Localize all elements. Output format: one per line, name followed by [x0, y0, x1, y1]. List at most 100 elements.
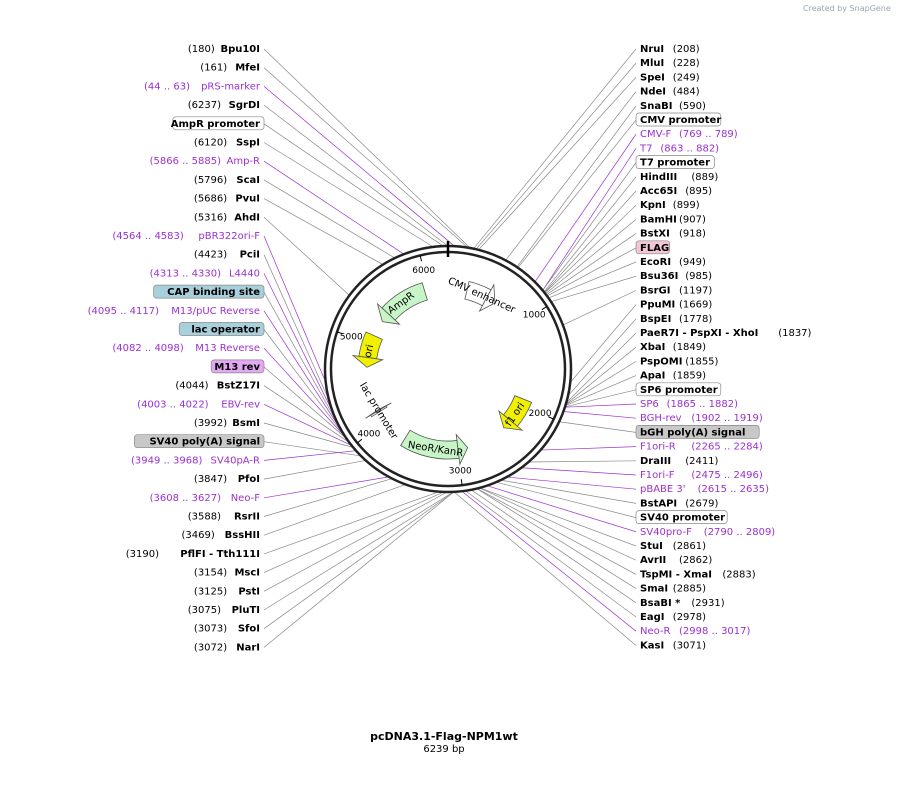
- site-name: F1ori-R: [640, 442, 676, 453]
- site-sv40-poly-a-signal[interactable]: SV40 poly(A) signal: [134, 434, 265, 449]
- site-cmv-f[interactable]: CMV-F(769 .. 789): [640, 129, 738, 140]
- leader-line: [453, 491, 637, 646]
- site-bstapi[interactable]: BstAPI(2679): [640, 498, 719, 509]
- site-position: (2931): [691, 598, 724, 609]
- site-cmv-promoter[interactable]: CMV promoter: [635, 112, 721, 127]
- site-tspmi-xmai[interactable]: TspMI - XmaI(2883): [640, 569, 756, 580]
- site-pspomi[interactable]: PspOMI(1855): [640, 356, 719, 367]
- leader-line: [263, 329, 346, 437]
- site-bsrgi[interactable]: BsrGI(1197): [640, 285, 712, 296]
- site-bspei[interactable]: BspEI(1778): [640, 314, 712, 325]
- site-ecori[interactable]: EcoRI(949): [640, 257, 706, 268]
- leader-line: [540, 446, 637, 451]
- site-bsabi[interactable]: BsaBI *(2931): [640, 598, 725, 609]
- site-scai[interactable]: ScaI(5796): [194, 175, 260, 186]
- site-avrii[interactable]: AvrII(2862): [640, 555, 712, 566]
- site-neo-f[interactable]: Neo-F(3608 .. 3627): [150, 493, 261, 504]
- leader-line: [263, 403, 352, 446]
- site-psti[interactable]: PstI(3125): [194, 586, 260, 597]
- site-paer7i-pspxi-xhoi[interactable]: PaeR7I - PspXI - XhoI(1837): [640, 328, 812, 339]
- leader-line: [569, 304, 637, 383]
- site-t7[interactable]: T7(863 .. 882): [639, 143, 719, 154]
- site-bstz17i[interactable]: BstZ17I(4044): [175, 381, 260, 392]
- site-ampr-promoter[interactable]: AmpR promoter: [171, 116, 265, 131]
- site-pbr322ori-f[interactable]: pBR322ori-F(4564 .. 4583): [112, 231, 260, 242]
- label-leader-lines: [263, 48, 637, 648]
- site-prs-marker[interactable]: pRS-marker(44 .. 63): [144, 81, 261, 92]
- site-sp6-promoter[interactable]: SP6 promoter: [635, 382, 722, 397]
- site-name: PstI: [238, 586, 260, 597]
- site-sv40pro-f[interactable]: SV40pro-F(2790 .. 2809): [640, 527, 775, 538]
- site-position: (1197): [679, 285, 712, 296]
- site-bstxi[interactable]: BstXI(918): [640, 229, 706, 240]
- site-nrui[interactable]: NruI(208): [640, 44, 700, 55]
- site-pflfi-tth111i[interactable]: PflFI - Tth111I(3190): [126, 549, 260, 560]
- site-kasi[interactable]: KasI(3071): [640, 640, 706, 651]
- site-rsrii[interactable]: RsrII(3588): [188, 512, 260, 523]
- site-flag[interactable]: FLAG: [635, 240, 670, 255]
- site-ahdi[interactable]: AhdI(5316): [194, 212, 260, 223]
- site-bsmi[interactable]: BsmI(3992): [194, 418, 260, 429]
- site-bgh-rev[interactable]: BGH-rev(1902 .. 1919): [640, 413, 763, 424]
- site-sgrdi[interactable]: SgrDI(6237): [188, 100, 260, 111]
- site-name: SV40 poly(A) signal: [149, 437, 260, 448]
- site-bpu10i[interactable]: Bpu10I(180): [188, 44, 260, 55]
- site-snabi[interactable]: SnaBI(590): [640, 101, 706, 112]
- site-name: lac operator: [191, 325, 260, 336]
- site-sfoi[interactable]: SfoI(3073): [194, 624, 260, 635]
- site-neo-r[interactable]: Neo-R(2998 .. 3017): [640, 626, 751, 637]
- site-acc65i[interactable]: Acc65I(895): [640, 186, 712, 197]
- site-sspi[interactable]: SspI(6120): [194, 138, 260, 149]
- site-mfei[interactable]: MfeI(161): [200, 63, 260, 74]
- site-spei[interactable]: SpeI(249): [640, 72, 700, 83]
- site-name: Bpu10I: [220, 44, 260, 55]
- site-kpni[interactable]: KpnI(899): [640, 200, 700, 211]
- site-position: (3992): [194, 418, 227, 429]
- site-draiii[interactable]: DraIII(2411): [640, 456, 719, 467]
- site-apai[interactable]: ApaI(1859): [640, 371, 706, 382]
- site-amp-r[interactable]: Amp-R(5866 .. 5885): [150, 156, 260, 167]
- site-xbai[interactable]: XbaI(1849): [640, 342, 706, 353]
- site-pluti[interactable]: PluTI(3075): [188, 605, 260, 616]
- site-hindiii[interactable]: HindIII(889): [640, 172, 718, 183]
- site-position: (3608 .. 3627): [150, 493, 222, 504]
- feature-arrowhead: [478, 283, 496, 312]
- site-sv40pa-r[interactable]: SV40pA-R(3949 .. 3968): [131, 455, 260, 466]
- site-m13-rev[interactable]: M13 rev: [210, 359, 265, 374]
- site-nari[interactable]: NarI(3072): [194, 642, 260, 653]
- site-smai[interactable]: SmaI(2885): [640, 584, 706, 595]
- site-stui[interactable]: StuI(2861): [640, 541, 706, 552]
- site-ebv-rev[interactable]: EBV-rev(4003 .. 4022): [137, 399, 260, 410]
- site-pfoi[interactable]: PfoI(3847): [194, 474, 260, 485]
- site-t7-promoter[interactable]: T7 promoter: [635, 155, 715, 169]
- site-msci[interactable]: MscI(3154): [194, 568, 260, 579]
- site-position: (5316): [194, 212, 227, 223]
- site-name: NarI: [236, 642, 260, 653]
- site-eagi[interactable]: EagI(2978): [640, 612, 706, 623]
- site-m13-reverse[interactable]: M13 Reverse(4082 .. 4098): [112, 343, 260, 354]
- site-pbabe-3[interactable]: pBABE 3'(2615 .. 2635): [640, 484, 769, 495]
- site-ppumi[interactable]: PpuMI(1669): [640, 300, 712, 311]
- leader-line: [263, 491, 444, 573]
- site-bsu36i[interactable]: Bsu36I(985): [640, 271, 712, 282]
- site-position: (3075): [188, 605, 221, 616]
- site-l4440[interactable]: L4440(4313 .. 4330): [150, 268, 260, 279]
- site-pvui[interactable]: PvuI(5686): [194, 194, 260, 205]
- site-position: (590): [679, 101, 706, 112]
- site-bgh-poly-a-signal[interactable]: bGH poly(A) signal: [635, 425, 760, 439]
- site-cap-binding-site[interactable]: CAP binding site: [153, 284, 265, 299]
- site-sv40-promoter[interactable]: SV40 promoter: [635, 510, 728, 524]
- site-sp6[interactable]: SP6(1865 .. 1882): [640, 399, 738, 410]
- site-m13-puc-reverse[interactable]: M13/pUC Reverse(4095 .. 4117): [88, 306, 260, 317]
- site-bsshii[interactable]: BssHII(3469): [182, 530, 260, 541]
- site-mlui[interactable]: MluI(228): [640, 58, 700, 69]
- site-f1ori-r[interactable]: F1ori-R(2265 .. 2284): [640, 442, 763, 453]
- leader-line: [263, 484, 406, 536]
- leader-line: [263, 422, 354, 448]
- site-f1ori-f[interactable]: F1ori-F(2475 .. 2496): [640, 470, 763, 481]
- site-bamhi[interactable]: BamHI(907): [640, 214, 706, 225]
- site-lac-operator[interactable]: lac operator: [178, 322, 265, 336]
- site-ndei[interactable]: NdeI(484): [640, 87, 700, 98]
- site-name: CMV-F: [640, 129, 671, 140]
- site-pcii[interactable]: PciI(4423): [194, 250, 260, 261]
